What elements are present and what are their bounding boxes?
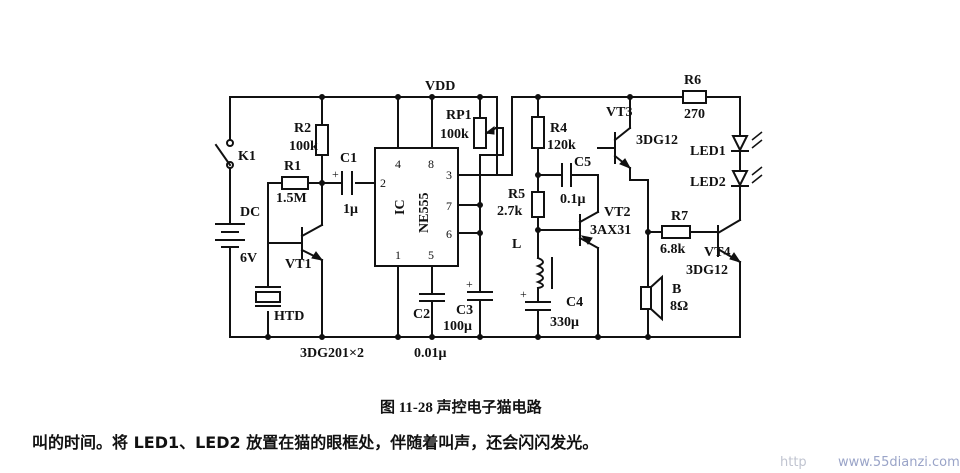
- battery-dc: [215, 223, 245, 248]
- figure-caption: 图 11-28 声控电子猫电路: [380, 398, 543, 416]
- label-battery-voltage: 6V: [240, 251, 257, 266]
- resistor-r6: [682, 90, 707, 104]
- label-r2: R2: [294, 121, 311, 136]
- resistor-r2: [315, 124, 329, 156]
- body-text: 叫的时间。将 LED1、LED2 放置在猫的眼框处，伴随着叫声，还会闪闪发光。: [32, 433, 598, 452]
- label-dc: DC: [240, 205, 260, 220]
- ic-pin-4: 4: [395, 157, 401, 171]
- label-c3-value: 100μ: [443, 319, 472, 334]
- label-r6-value: 270: [684, 107, 705, 122]
- capacitor-c3: +: [466, 277, 493, 301]
- label-speaker-value: 8Ω: [670, 299, 688, 314]
- label-vt2-part: 3AX31: [590, 223, 631, 238]
- label-c2-value: 0.01μ: [414, 346, 447, 361]
- resistor-r7: [661, 225, 691, 239]
- label-r1-value: 1.5M: [276, 191, 307, 206]
- ic-pin-2: 2: [380, 176, 386, 190]
- ic-ne555: [374, 147, 459, 267]
- label-vt3: VT3: [606, 105, 632, 120]
- label-r7: R7: [671, 209, 688, 224]
- label-led2: LED2: [690, 175, 726, 190]
- label-r2-value: 100k: [289, 139, 318, 154]
- capacitor-c5: [561, 163, 572, 187]
- label-vt3-part: 3DG12: [636, 133, 678, 148]
- speaker-b: [640, 274, 663, 322]
- led-1: [731, 131, 763, 153]
- label-vt4: VT4: [704, 245, 730, 260]
- transistor-vt2: [578, 210, 600, 250]
- label-k1: K1: [238, 149, 256, 164]
- piezo-htd: [255, 286, 281, 307]
- label-led1: LED1: [690, 144, 726, 159]
- ic-pin-8: 8: [428, 157, 434, 171]
- label-r5-value: 2.7k: [497, 204, 523, 219]
- label-rp1-value: 100k: [440, 127, 469, 142]
- label-vt1: VT1: [285, 257, 311, 272]
- capacitor-c4: +: [520, 287, 551, 311]
- capacitor-c2: [419, 293, 445, 302]
- label-c1-value: 1μ: [343, 202, 358, 217]
- capacitor-c1: +: [332, 167, 353, 195]
- led-2: [731, 166, 763, 188]
- svg-text:+: +: [466, 277, 473, 291]
- ic-pin-6: 6: [446, 227, 452, 241]
- label-inductor: L: [512, 237, 521, 252]
- resistor-r4: [531, 116, 545, 149]
- transistor-vt3: [613, 126, 632, 170]
- svg-text:+: +: [520, 287, 527, 301]
- label-r6: R6: [684, 73, 701, 88]
- junctions: [265, 94, 651, 340]
- transistor-vt1: [300, 223, 324, 262]
- label-htd: HTD: [274, 309, 304, 324]
- ic-pin-3: 3: [446, 168, 452, 182]
- svg-text:+: +: [332, 167, 339, 181]
- label-vt4-part: 3DG12: [686, 263, 728, 278]
- watermark: www.55dianzi.com: [838, 455, 960, 470]
- label-r5: R5: [508, 187, 525, 202]
- ic-pin-1: 1: [395, 248, 401, 262]
- label-vt2: VT2: [604, 205, 630, 220]
- ic-part: NE555: [417, 193, 432, 233]
- ic-pin-7: 7: [446, 199, 452, 213]
- transistor-vt4: [716, 218, 742, 264]
- resistor-r1: [281, 176, 309, 190]
- label-c2: C2: [413, 307, 430, 322]
- label-rp1: RP1: [446, 108, 472, 123]
- label-transistor-pair: 3DG201×2: [300, 346, 364, 361]
- label-c5: C5: [574, 155, 591, 170]
- label-speaker: B: [672, 282, 681, 297]
- label-c3: C3: [456, 303, 473, 318]
- potentiometer-rp1: [473, 117, 498, 149]
- inductor-l: [535, 256, 553, 290]
- label-r4-value: 120k: [547, 138, 576, 153]
- label-c4-value: 330μ: [550, 315, 579, 330]
- label-c5-value: 0.1μ: [560, 192, 586, 207]
- label-c4: C4: [566, 295, 583, 310]
- watermark-prefix: http: [780, 455, 807, 470]
- label-r7-value: 6.8k: [660, 242, 686, 257]
- label-vdd: VDD: [425, 79, 455, 94]
- switch-k1: [214, 139, 234, 169]
- label-c1: C1: [340, 151, 357, 166]
- ic-label: IC: [393, 199, 408, 215]
- label-r1: R1: [284, 159, 301, 174]
- resistor-r5: [531, 191, 545, 218]
- ic-pin-5: 5: [428, 248, 434, 262]
- label-r4: R4: [550, 121, 567, 136]
